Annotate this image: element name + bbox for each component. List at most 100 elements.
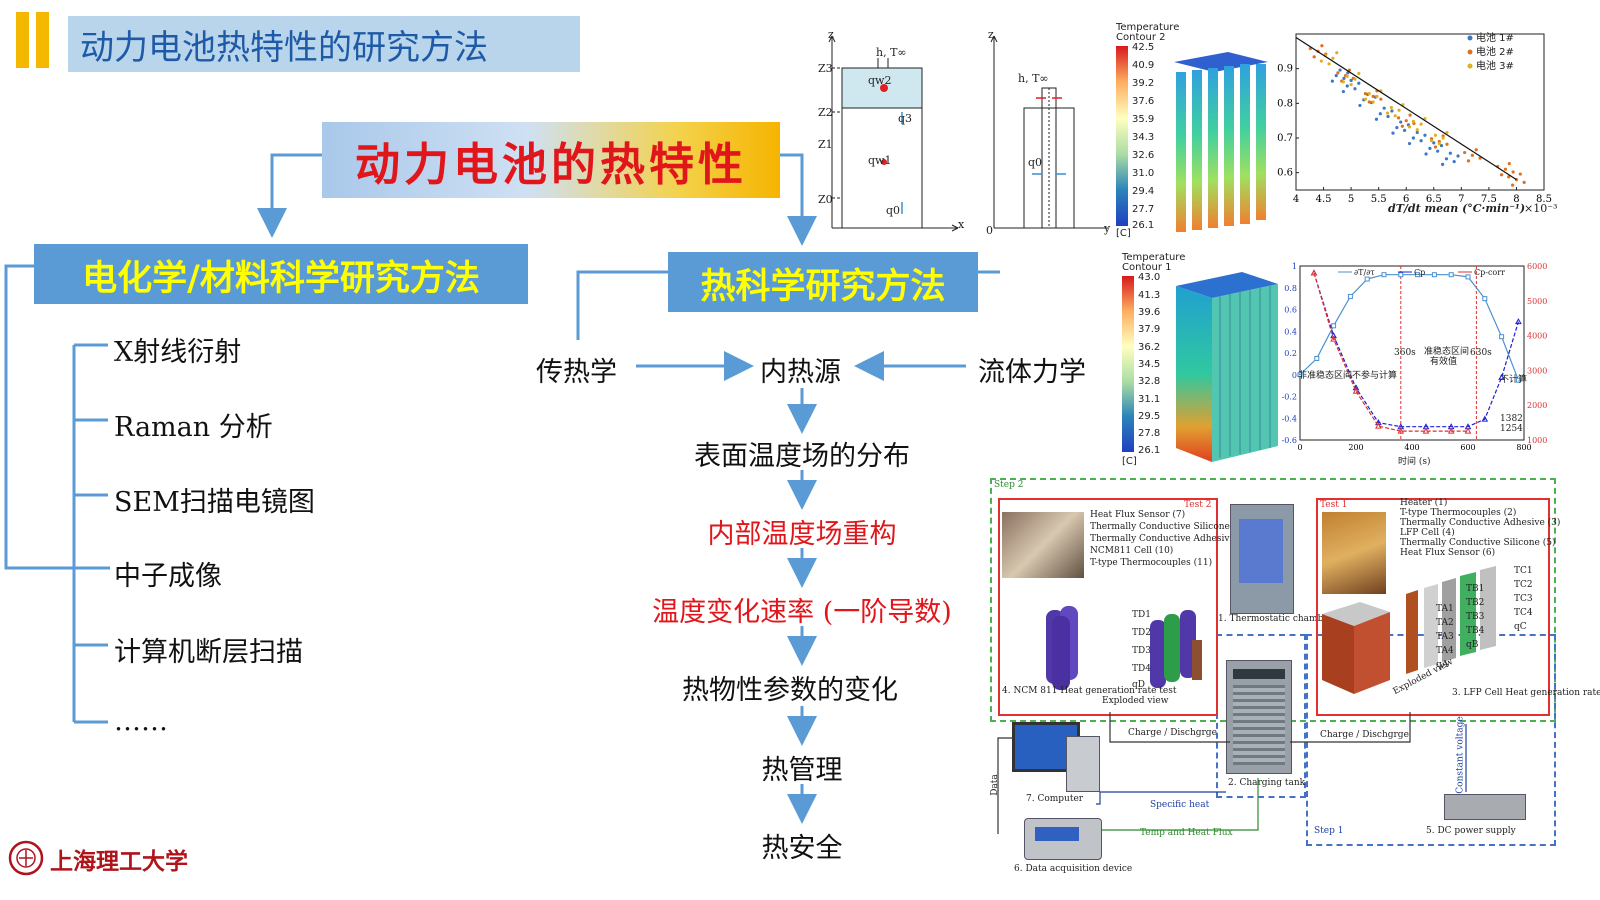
test2-photo <box>1002 512 1084 578</box>
daq-screen <box>1035 827 1079 841</box>
thermostatic-chamber <box>1230 504 1294 614</box>
scatter-point <box>1357 81 1361 85</box>
y-left-tick-label: -0.2 <box>1282 393 1297 402</box>
tb-label: TB3 <box>1466 612 1485 622</box>
scatter-point <box>1411 119 1415 123</box>
colorbar-tick: 27.7 <box>1132 204 1155 215</box>
tb-label: TB2 <box>1466 598 1485 608</box>
colorbar-tick: 37.6 <box>1132 96 1155 107</box>
axis-z-label: z <box>828 28 834 41</box>
annotation: 有效值 <box>1430 357 1458 367</box>
test1-item: Heater (1) <box>1400 498 1448 508</box>
schematic-1d-drawing <box>828 35 959 232</box>
q-label: q0 <box>886 204 901 217</box>
scatter-point <box>1331 56 1335 60</box>
y-tick-label: 0.8 <box>1277 98 1293 109</box>
scatter-point <box>1327 62 1331 66</box>
plot-frame <box>1295 33 1545 191</box>
x-tick-label: 0 <box>1297 443 1302 452</box>
x-tick-label: 200 <box>1348 443 1363 452</box>
series-point <box>1397 427 1405 434</box>
ta-label: TA1 <box>1436 604 1454 614</box>
series-point <box>1331 323 1337 329</box>
scatter-point <box>1386 114 1390 119</box>
ta-label: TA3 <box>1436 632 1454 642</box>
chain-item-red: 温度变化速率 (一阶导数) <box>652 597 952 628</box>
exploded-view-label: Exploded view <box>1102 696 1169 706</box>
experiment-setup-diagram: Step 2 Step 1 Test 2 Heat Flux Sensor (7… <box>990 474 1600 898</box>
colorbar-tick: 26.1 <box>1138 445 1161 456</box>
colorbar-tick: 29.4 <box>1132 186 1155 197</box>
series-point <box>1398 272 1404 278</box>
series-point <box>1515 377 1521 383</box>
series-point <box>1364 276 1370 282</box>
q-label: qw2 <box>868 74 892 87</box>
tc-label: TC3 <box>1514 594 1533 604</box>
left-item: 中子成像 <box>114 561 222 592</box>
origin-label: 0 <box>986 224 993 237</box>
td-label: TD1 <box>1132 610 1151 620</box>
test1-frame <box>1316 498 1550 716</box>
scatter-point <box>1439 144 1444 148</box>
right-branch-title: 热科学研究方法 <box>700 266 946 307</box>
axis-y-label: y <box>1104 222 1111 235</box>
series-point <box>1499 334 1505 340</box>
colorbar-unit: [C] <box>1122 456 1137 467</box>
scatter-point <box>1382 106 1386 110</box>
scatter-point <box>1391 131 1395 135</box>
colorbar-tick: 32.6 <box>1132 150 1155 161</box>
tc-label: qC <box>1514 622 1527 632</box>
h-label: h, T∞ <box>876 46 907 59</box>
scatter-point <box>1522 180 1526 184</box>
y-tick-label: 0.7 <box>1277 133 1293 144</box>
test2-item: NCM811 Cell (10) <box>1090 546 1174 556</box>
scatter-point <box>1353 77 1357 81</box>
tb-label: qB <box>1466 640 1479 650</box>
tree-connectors <box>4 153 1000 824</box>
setup-connectors <box>997 712 1467 834</box>
daq-label: 6. Data acquisition device <box>1014 864 1133 874</box>
y-tick-label: 0.6 <box>1277 168 1293 179</box>
z-label: Z1 <box>818 138 833 151</box>
series-point <box>1447 427 1455 434</box>
q-label: q3 <box>898 112 913 125</box>
y-left-tick-label: 1 <box>1292 262 1297 271</box>
contour-title: Temperature <box>1116 22 1180 33</box>
scatter-point <box>1452 159 1456 164</box>
colorbar-tick: 29.5 <box>1138 411 1161 422</box>
charging-tank <box>1226 660 1292 774</box>
scatter-point <box>1371 94 1375 98</box>
scatter-point <box>1402 128 1407 132</box>
series-point <box>1330 335 1337 342</box>
tb-label: TB1 <box>1466 584 1485 594</box>
scatter-point <box>1437 141 1441 146</box>
internal-source-node: 内热源 <box>760 357 841 388</box>
scatter-point <box>1503 167 1508 171</box>
colorbar-tick: 31.1 <box>1138 394 1161 405</box>
header-banner <box>68 16 580 72</box>
series-point <box>1375 422 1382 429</box>
axis-z-label: z <box>988 28 994 41</box>
scatter-point <box>1408 113 1412 117</box>
x-tick-label: 4 <box>1293 194 1299 205</box>
constant-voltage-label: Constant voltage <box>1455 716 1466 794</box>
scatter-point <box>1389 105 1393 110</box>
scatter-point <box>1378 112 1382 116</box>
y-right-tick-label: 3000 <box>1527 366 1547 375</box>
scatter-point <box>1407 125 1412 129</box>
left-item: X射线衍射 <box>114 337 242 368</box>
td-label: TD4 <box>1132 664 1151 674</box>
y-left-tick-label: -0.4 <box>1282 414 1297 423</box>
z-label: Z0 <box>818 193 833 206</box>
scatter-point <box>1407 141 1412 146</box>
root-node-box <box>322 122 780 198</box>
scatter-point <box>1334 74 1338 78</box>
tc-label: TC2 <box>1514 580 1533 590</box>
td-label: qD <box>1132 680 1145 690</box>
annotation: 不计算 <box>1500 375 1528 385</box>
x-tick-label: 7.5 <box>1481 194 1497 205</box>
scatter-point <box>1423 133 1427 137</box>
td-label: TD3 <box>1132 646 1151 656</box>
y-left-tick-label: 0.8 <box>1284 284 1297 293</box>
